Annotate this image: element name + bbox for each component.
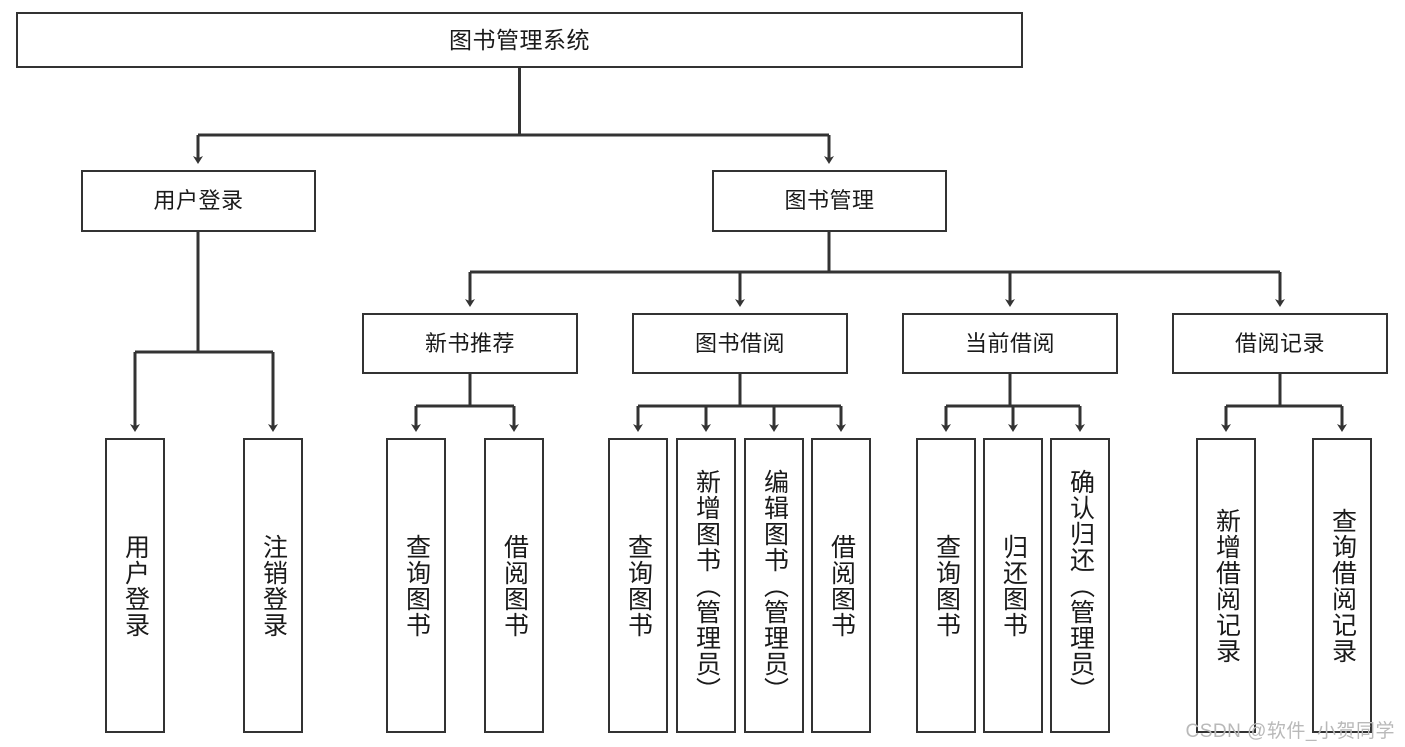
node-leaf-user-login[interactable]: 用户登录 (105, 438, 165, 733)
node-leaf-query-book-1[interactable]: 查询图书 (386, 438, 446, 733)
node-root[interactable]: 图书管理系统 (16, 12, 1023, 68)
node-leaf-add-record-label: 新增借阅记录 (1212, 507, 1241, 664)
node-leaf-query-book-3[interactable]: 查询图书 (916, 438, 976, 733)
node-leaf-user-login-label: 用户登录 (121, 533, 150, 638)
node-new-book-recommend[interactable]: 新书推荐 (362, 313, 578, 374)
node-leaf-edit-book[interactable]: 编辑图书（管理员） (744, 438, 804, 733)
node-leaf-query-record[interactable]: 查询借阅记录 (1312, 438, 1372, 733)
node-leaf-add-book-label: 新增图书（管理员） (692, 468, 721, 703)
node-current-borrow-label: 当前借阅 (964, 330, 1055, 356)
node-leaf-query-book-2[interactable]: 查询图书 (608, 438, 668, 733)
node-borrow-record[interactable]: 借阅记录 (1172, 313, 1388, 374)
node-leaf-return-book[interactable]: 归还图书 (983, 438, 1043, 733)
node-book-management[interactable]: 图书管理 (712, 170, 947, 232)
node-leaf-borrow-book-1[interactable]: 借阅图书 (484, 438, 544, 733)
node-user-login-label: 用户登录 (153, 188, 244, 214)
node-leaf-add-book[interactable]: 新增图书（管理员） (676, 438, 736, 733)
node-leaf-query-book-2-label: 查询图书 (624, 533, 653, 638)
node-leaf-add-record[interactable]: 新增借阅记录 (1196, 438, 1256, 733)
node-new-book-recommend-label: 新书推荐 (424, 330, 515, 356)
node-leaf-borrow-book-2-label: 借阅图书 (827, 533, 856, 638)
node-leaf-confirm-return-label: 确认归还（管理员） (1066, 468, 1095, 703)
node-borrow-record-label: 借阅记录 (1234, 330, 1325, 356)
node-leaf-query-book-3-label: 查询图书 (932, 533, 961, 638)
node-user-login[interactable]: 用户登录 (81, 170, 316, 232)
node-book-borrow[interactable]: 图书借阅 (632, 313, 848, 374)
node-leaf-logout[interactable]: 注销登录 (243, 438, 303, 733)
node-current-borrow[interactable]: 当前借阅 (902, 313, 1118, 374)
node-leaf-borrow-book-2[interactable]: 借阅图书 (811, 438, 871, 733)
node-book-management-label: 图书管理 (784, 188, 875, 214)
node-leaf-edit-book-label: 编辑图书（管理员） (760, 468, 789, 703)
edges-group (130, 68, 1347, 432)
node-leaf-logout-label: 注销登录 (259, 533, 288, 638)
node-root-label: 图书管理系统 (449, 26, 590, 53)
node-leaf-query-book-1-label: 查询图书 (402, 533, 431, 638)
node-leaf-borrow-book-1-label: 借阅图书 (500, 533, 529, 638)
node-leaf-return-book-label: 归还图书 (999, 533, 1028, 638)
node-leaf-query-record-label: 查询借阅记录 (1328, 507, 1357, 664)
node-leaf-confirm-return[interactable]: 确认归还（管理员） (1050, 438, 1110, 733)
node-book-borrow-label: 图书借阅 (694, 330, 785, 356)
